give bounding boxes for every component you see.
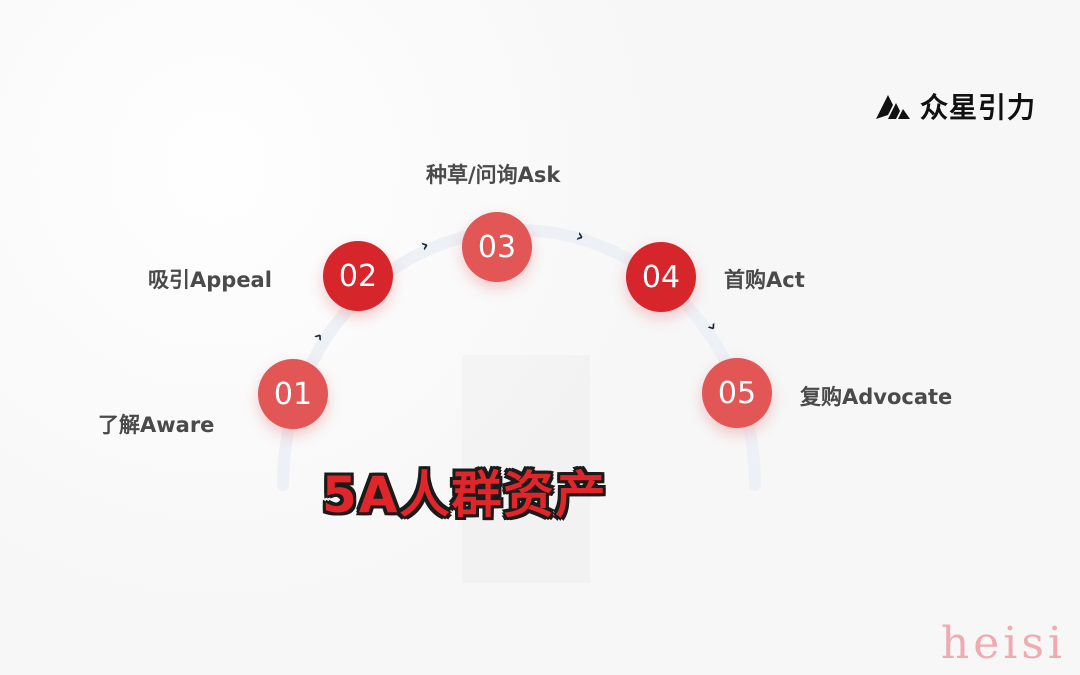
stage-label-appeal: 吸引Appeal: [148, 268, 272, 292]
stage-node-01: 01: [258, 359, 328, 429]
stage-label-aware: 了解Aware: [98, 413, 215, 437]
brand-logo-text: 众星引力: [919, 91, 1036, 124]
stage-node-05: 05: [702, 358, 772, 428]
diagram-title: 5A人群资产: [322, 466, 608, 524]
watermark-signature: heisi: [940, 618, 1066, 669]
stage-label-act: 首购Act: [724, 268, 805, 292]
stage-label-advocate: 复购Advocate: [800, 385, 953, 409]
stage-node-03: 03: [462, 212, 532, 282]
ak-mountain-logo-icon: [874, 91, 912, 121]
stage-node-04: 04: [626, 242, 696, 312]
stage-node-02: 02: [323, 241, 393, 311]
brand-logo: 众星引力: [874, 86, 1036, 126]
stage-label-ask: 种草/问询Ask: [426, 163, 561, 187]
